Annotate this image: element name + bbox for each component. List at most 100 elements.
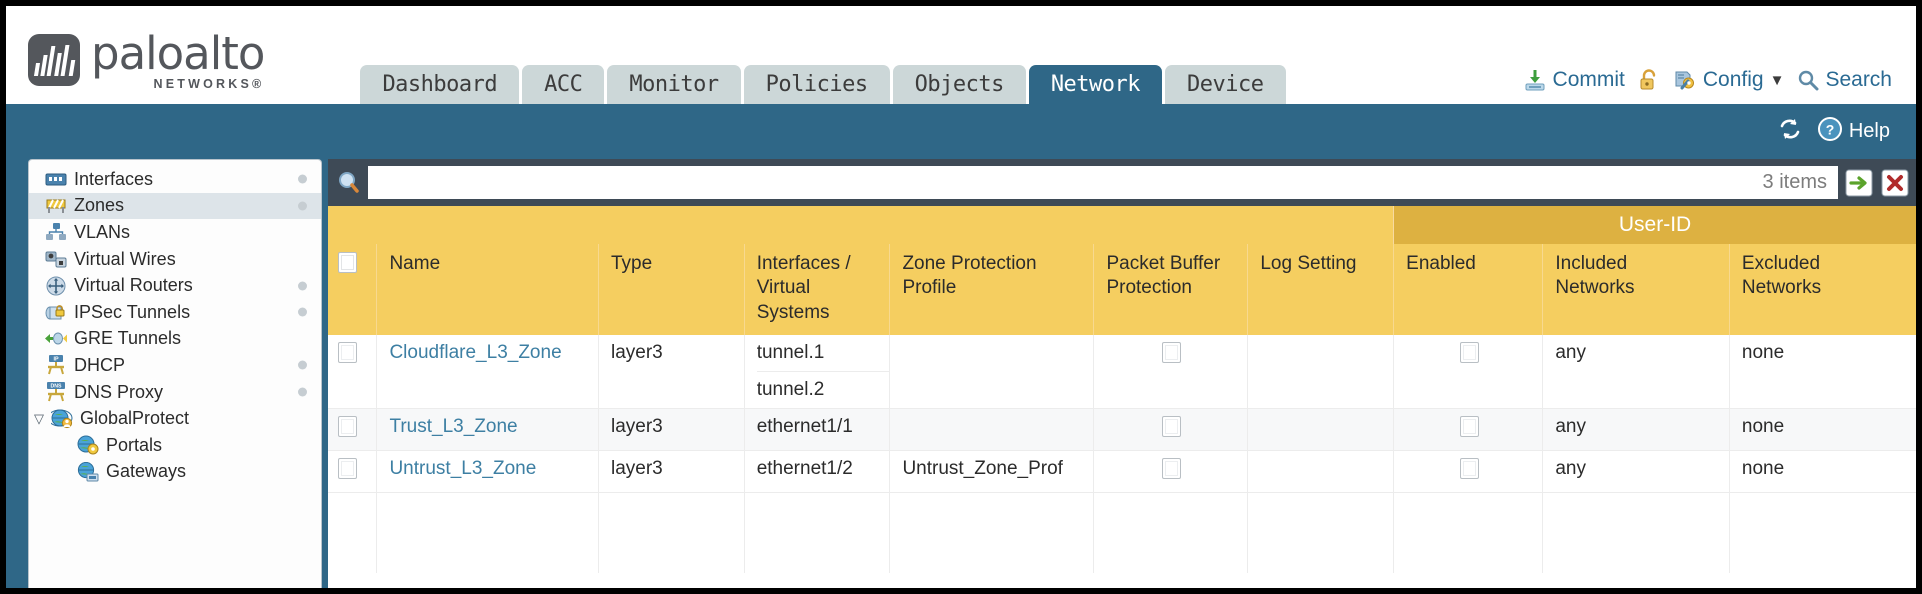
apply-filter-button[interactable] (1844, 168, 1874, 198)
row-select-checkbox[interactable] (338, 458, 357, 479)
paloalto-logo-icon (28, 34, 80, 87)
userid-enabled-cell (1393, 335, 1544, 409)
select-all-header (328, 244, 378, 335)
table-empty-cell (328, 492, 378, 573)
sidebar-item-status-dot (298, 360, 307, 370)
chevron-down-icon: ▼ (1769, 71, 1785, 89)
refresh-icon (1777, 117, 1803, 147)
excluded-networks-cell: none (1729, 335, 1916, 409)
row-select-cell (328, 450, 378, 493)
group-header-spacer (328, 206, 1395, 244)
table-empty-cell (1247, 492, 1395, 573)
group-header-row: User-ID (328, 206, 1916, 244)
packet-buffer-protection-cell (1093, 408, 1249, 451)
brand-subtitle: NETWORKS® (153, 76, 265, 91)
row-select-cell (328, 408, 378, 451)
sidebar-item-virtual-routers[interactable]: Virtual Routers (29, 272, 321, 299)
zone-name-link[interactable]: Untrust_L3_Zone (389, 458, 537, 479)
tab-dashboard[interactable]: Dashboard (360, 65, 520, 104)
zone-name-cell: Trust_L3_Zone (376, 408, 599, 451)
sidebar-item-interfaces[interactable]: Interfaces (29, 166, 321, 193)
vlans-icon (43, 223, 68, 242)
svg-text:?: ? (1826, 121, 1835, 137)
sidebar-item-portals[interactable]: Portals (29, 432, 321, 459)
table-empty-cell (1542, 492, 1730, 573)
filter-search-icon[interactable] (336, 170, 362, 196)
zone-protection-profile-cell (889, 335, 1095, 409)
row-select-checkbox[interactable] (338, 342, 357, 363)
refresh-button[interactable] (1777, 117, 1803, 147)
sidebar-item-ipsec-tunnels[interactable]: IPSec Tunnels (29, 299, 321, 326)
tab-objects[interactable]: Objects (892, 65, 1026, 104)
search-input-wrapper[interactable]: 3 items (368, 166, 1838, 199)
sub-header-bar: ? Help (6, 104, 1916, 159)
packet-buffer-protection-checkbox[interactable] (1162, 342, 1182, 363)
commit-label: Commit (1552, 68, 1625, 91)
zone-interfaces-cell: ethernet1/1 (744, 408, 891, 451)
packet-buffer-protection-checkbox[interactable] (1162, 458, 1182, 479)
unlock-icon (1638, 68, 1660, 92)
sidebar-item-vlans[interactable]: VLANs (29, 219, 321, 246)
sidebar-item-label: Virtual Routers (74, 275, 193, 296)
interfaces-icon (43, 170, 68, 189)
unlock-button[interactable] (1638, 68, 1660, 92)
tab-acc[interactable]: ACC (522, 65, 605, 104)
sidebar-item-label: VLANs (74, 221, 131, 242)
commit-button[interactable]: Commit (1523, 68, 1625, 92)
column-header-type[interactable]: Type (598, 244, 745, 335)
sidebar-item-label: Zones (74, 195, 125, 216)
userid-enabled-checkbox[interactable] (1459, 342, 1479, 363)
tab-device[interactable]: Device (1165, 65, 1286, 104)
sidebar-item-virtual-wires[interactable]: Virtual Wires (29, 246, 321, 273)
help-icon: ? (1817, 116, 1843, 148)
tab-monitor[interactable]: Monitor (607, 65, 741, 104)
tab-network[interactable]: Network (1028, 65, 1163, 104)
sidebar-item-dns-proxy[interactable]: DNS DNS Proxy (29, 379, 321, 406)
sidebar-item-label: Gateways (106, 461, 187, 482)
table-empty-cell (376, 492, 599, 573)
userid-enabled-checkbox[interactable] (1459, 458, 1479, 479)
sidebar-item-label: DNS Proxy (74, 381, 164, 402)
search-toolbar: 3 items (328, 159, 1916, 206)
column-header-packet-buffer-protection[interactable]: Packet Buffer Protection (1093, 244, 1249, 335)
userid-enabled-checkbox[interactable] (1459, 416, 1479, 437)
column-header-log-setting[interactable]: Log Setting (1247, 244, 1395, 335)
sidebar-item-status-dot (298, 307, 307, 317)
column-header-name[interactable]: Name (376, 244, 599, 335)
column-header-zone-protection-profile[interactable]: Zone Protection Profile (889, 244, 1095, 335)
interface-item: tunnel.2 (756, 379, 825, 400)
table-empty-cell (1729, 492, 1916, 573)
zone-name-link[interactable]: Cloudflare_L3_Zone (389, 342, 562, 363)
sidebar-item-gateways[interactable]: Gateways (29, 459, 321, 486)
column-header-interfaces-virtual-systems[interactable]: Interfaces / Virtual Systems (744, 244, 891, 335)
sidebar-item-globalprotect[interactable]: ▽GlobalProtect (29, 405, 321, 432)
config-dropdown[interactable]: Config ▼ (1673, 68, 1785, 92)
zone-name-link[interactable]: Trust_L3_Zone (389, 416, 518, 437)
packet-buffer-protection-checkbox[interactable] (1162, 416, 1182, 437)
search-button[interactable]: Search (1797, 68, 1892, 92)
sidebar-item-label: Portals (106, 434, 163, 455)
help-button[interactable]: ? Help (1817, 116, 1890, 148)
search-icon (1797, 69, 1819, 91)
tab-policies[interactable]: Policies (743, 65, 890, 104)
table-empty-space (328, 492, 1916, 573)
column-header-enabled[interactable]: Enabled (1393, 244, 1544, 335)
sidebar-item-gre-tunnels[interactable]: GRE Tunnels (29, 326, 321, 353)
expander-collapse-icon[interactable]: ▽ (34, 411, 44, 427)
config-icon (1673, 68, 1697, 92)
row-select-checkbox[interactable] (338, 416, 357, 437)
brand-name: paloalto (91, 26, 265, 80)
clear-filter-button[interactable] (1880, 168, 1910, 198)
column-header-excluded-networks[interactable]: Excluded Networks (1729, 244, 1916, 335)
column-header-included-networks[interactable]: Included Networks (1542, 244, 1730, 335)
sidebar-item-status-dot (298, 387, 307, 397)
dns-proxy-icon: DNS (43, 382, 68, 402)
select-all-checkbox[interactable] (338, 252, 357, 273)
sidebar-item-zones[interactable]: Zones (29, 192, 321, 220)
table-empty-cell (889, 492, 1095, 573)
